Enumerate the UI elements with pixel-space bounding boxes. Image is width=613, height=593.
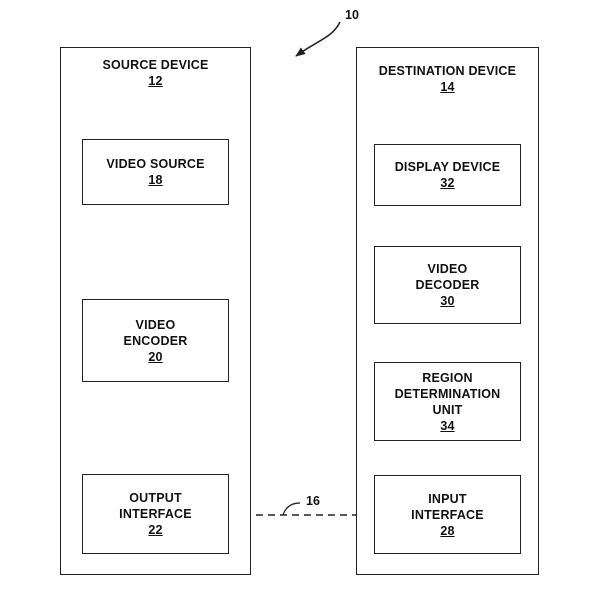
figure-ref-label: 10 (345, 8, 359, 22)
output-interface-ref: 22 (148, 523, 163, 537)
destination-device-title-text: DESTINATION DEVICE (378, 64, 517, 78)
region-determination-label-line1: REGION (422, 370, 473, 385)
video-source-label: VIDEO SOURCE (106, 157, 205, 171)
video-source-block: VIDEO SOURCE 18 (82, 139, 229, 205)
region-determination-ref: 34 (440, 418, 455, 433)
input-interface-ref: 28 (440, 523, 455, 538)
video-source-ref: 18 (148, 173, 163, 187)
video-decoder-block: VIDEO DECODER 30 (374, 246, 521, 324)
video-encoder-label-line2: ENCODER (123, 333, 188, 348)
video-decoder-ref: 30 (440, 294, 455, 308)
video-encoder-label-line1: VIDEO (135, 317, 176, 332)
destination-device-title: DESTINATION DEVICE 14 (356, 63, 539, 95)
input-interface-label-line2: INTERFACE (411, 507, 484, 522)
source-device-title-text: SOURCE DEVICE (102, 58, 209, 72)
output-interface-block: OUTPUT INTERFACE 22 (82, 474, 229, 554)
video-encoder-ref: 20 (148, 349, 163, 364)
region-determination-label-line3: UNIT (432, 402, 463, 417)
source-device-title: SOURCE DEVICE 12 (60, 57, 251, 89)
figure-ref-leader-arrow (295, 21, 341, 57)
region-determination-label-line2: DETERMINATION (394, 386, 501, 401)
destination-device-ref: 14 (440, 80, 455, 94)
display-device-label: DISPLAY DEVICE (394, 160, 501, 174)
region-determination-unit-block: REGION DETERMINATION UNIT 34 (374, 362, 521, 441)
display-device-ref: 32 (440, 176, 455, 190)
source-device-ref: 12 (148, 74, 163, 88)
output-interface-label-line1: OUTPUT (129, 491, 182, 505)
video-encoder-block: VIDEO ENCODER 20 (82, 299, 229, 382)
output-interface-label-line2: INTERFACE (119, 507, 192, 521)
link-ref-leader (282, 502, 301, 516)
input-interface-block: INPUT INTERFACE 28 (374, 475, 521, 554)
video-decoder-label-line1: VIDEO (427, 262, 468, 276)
link-ref-label: 16 (306, 494, 320, 508)
display-device-block: DISPLAY DEVICE 32 (374, 144, 521, 206)
input-interface-label-line1: INPUT (428, 491, 467, 506)
video-decoder-label-line2: DECODER (415, 278, 480, 292)
